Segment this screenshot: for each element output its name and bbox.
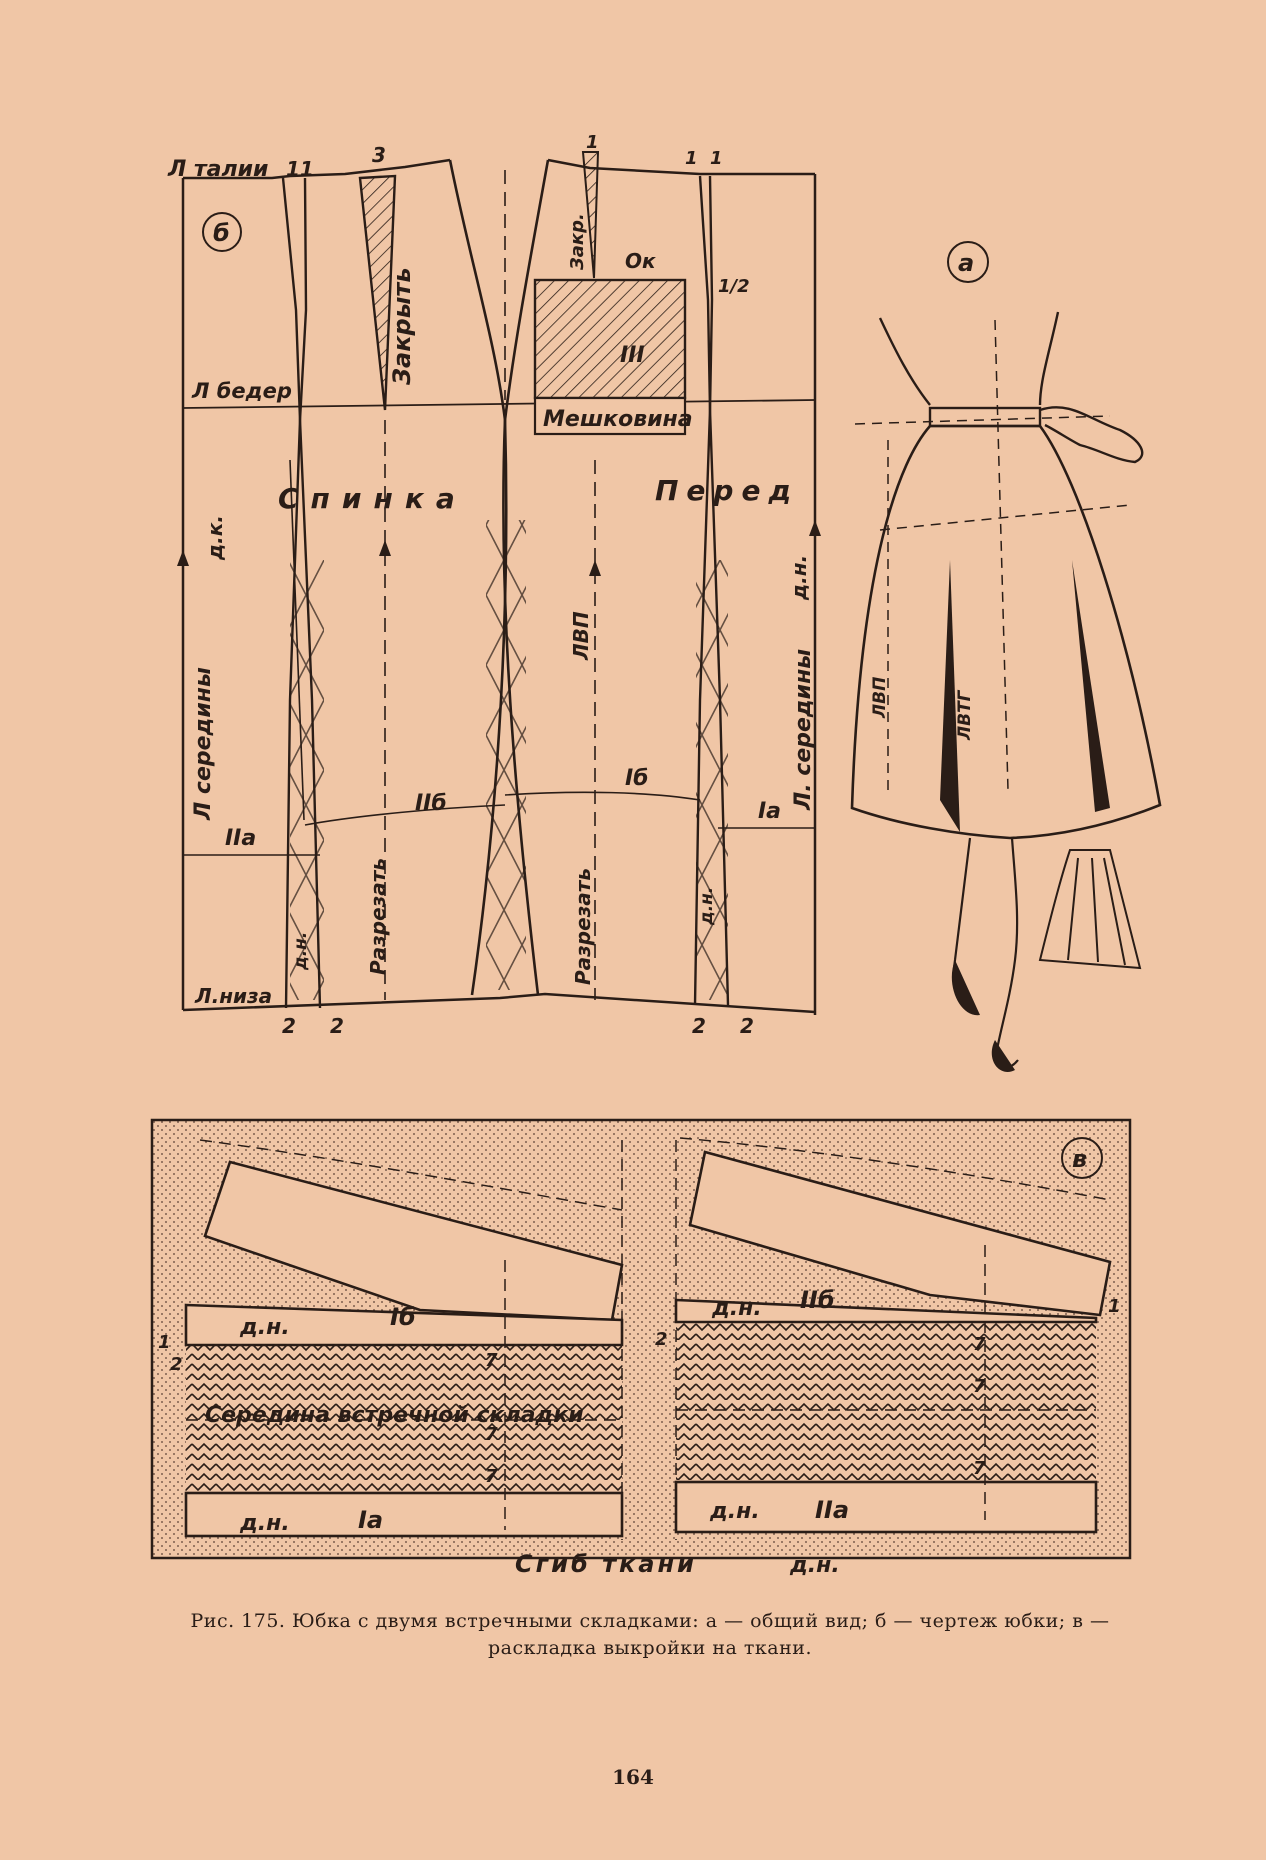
close-short-label: Закр. (567, 213, 588, 271)
burlap-label: Мешковина (543, 407, 693, 432)
num-1-right-label: 1 (685, 148, 698, 169)
waist-line-label: Л талии (167, 157, 268, 182)
front-dart-closed (581, 151, 600, 279)
burlap-strip (533, 396, 687, 436)
layout-num-7-d: 7 (973, 1334, 986, 1355)
part-IIb-label: IIб (415, 791, 447, 816)
layout-share-dir-2: д.н. (711, 1296, 762, 1321)
belt (928, 406, 1042, 428)
share-dir-small-right: д.н. (697, 887, 717, 926)
shoes (951, 960, 1015, 1072)
draft-frame (181, 158, 817, 1015)
layout-num-7-a: 7 (485, 1350, 498, 1371)
part-IIa-label: IIа (225, 826, 256, 851)
share-dir-left: д.к. (203, 515, 227, 561)
hip-line-label: Л бедер (191, 379, 292, 403)
layout-part-Ib: Iб (390, 1303, 416, 1331)
layout-num-2-left: 2 (170, 1354, 183, 1375)
grain-label-a: ЛВП (870, 677, 890, 719)
num-2-b: 2 (330, 1014, 344, 1038)
marker-v-circle (1061, 1137, 1103, 1179)
num-1-top-label: 1 (586, 132, 599, 153)
layout-part-IIb: IIб (800, 1286, 835, 1314)
layout-share-dir-3: д.н. (239, 1511, 290, 1536)
layout-num-1-right: 1 (1108, 1296, 1121, 1317)
num-11-label: 11 (286, 157, 314, 181)
pocket-label: Ок (625, 249, 656, 273)
layout-share-dir-4: д.н. (709, 1499, 760, 1524)
figure-caption: Рис. 175. Юбка с двумя встречными складк… (190, 1610, 1110, 1659)
part-IIa-piece (674, 1480, 1098, 1534)
layout-fabric-fold: Сгиб ткани (515, 1550, 697, 1578)
pleat-band-left-fill (186, 1345, 622, 1493)
layout-num-1-left: 1 (158, 1332, 171, 1353)
half-label: 1/2 (718, 276, 750, 297)
back-waist-dart (358, 174, 397, 411)
pocket-part-label: III (620, 343, 645, 368)
layout-labels: д.н. Iб д.н. IIб Середина встречной скла… (158, 1286, 1121, 1578)
num-2-a: 2 (282, 1014, 296, 1038)
part-Ib-piece (184, 1303, 624, 1347)
part-Ia-label: Iа (758, 799, 781, 824)
layout-num-7-b: 7 (485, 1424, 498, 1445)
draft-labels: Л талии 11 3 1 1 1 Л бедер Закрыть Закр.… (167, 132, 816, 1038)
cut-right-label: Разрезать (571, 868, 595, 985)
layout-num-7-e: 7 (973, 1376, 986, 1397)
layout-num-7-c: 7 (485, 1466, 498, 1487)
skirt-outline (850, 424, 1162, 840)
pocket-piece-III (533, 278, 687, 400)
center-left-label: Л середины (191, 667, 216, 821)
grain-label-b: ЛВП (569, 611, 593, 661)
fabric-layout-figure: в д.н. Iб д.н. IIб Середина встречной ск… (150, 1118, 1132, 1578)
skirt-illustration: а ЛВП ЛВТГ (850, 241, 1162, 1072)
marker-a-circle (947, 241, 989, 283)
layout-part-Ia: Iа (358, 1506, 383, 1534)
page-number: 164 (612, 1765, 654, 1789)
back-side-cross-fill (290, 560, 324, 1000)
cut-left-label: Разрезать (366, 858, 390, 975)
small-skirt-back-view (1038, 849, 1142, 970)
layout-share-dir-1: д.н. (239, 1315, 290, 1340)
layout-share-dir-5: д.н. (789, 1553, 840, 1578)
marker-v-text: в (1072, 1145, 1087, 1173)
scarf (1039, 406, 1144, 464)
part-Ia-piece (184, 1491, 624, 1538)
num-1-right2-label: 1 (710, 148, 723, 169)
share-dir-small-left: д.н. (291, 932, 311, 971)
num-2-c: 2 (692, 1014, 706, 1038)
part-cut-lines (183, 791, 815, 856)
hem-line-label: Л.низа (194, 984, 272, 1008)
grain-lines (384, 170, 596, 1000)
grain-center-label-a: ЛВТГ (955, 689, 975, 741)
layout-num-2-right: 2 (655, 1329, 668, 1350)
side-pleat-shadow (1072, 560, 1110, 812)
back-label: Спинка (278, 482, 467, 515)
skirt-dashed-lines (854, 319, 1131, 791)
marker-a-text: а (958, 249, 974, 277)
layout-num-7-f: 7 (973, 1458, 986, 1479)
layout-dashed-lines (186, 1137, 1111, 1540)
front-side-cross-fill (696, 560, 728, 1000)
centre-cross-fill (486, 520, 526, 990)
torso-outline (878, 311, 1060, 406)
legs (952, 837, 1019, 1069)
close-label: Закрыть (388, 267, 416, 386)
front-label: Перед (655, 474, 799, 507)
front-pleat-shadow (940, 560, 960, 832)
pleat-band-right-fill (676, 1322, 1096, 1482)
marker-b-circle (202, 212, 242, 252)
num-2-d: 2 (740, 1014, 754, 1038)
centre-arrows (177, 520, 821, 576)
layout-part-IIa: IIа (815, 1496, 849, 1524)
part-IIb-waist-piece (688, 1150, 1112, 1317)
marker-b-text: б (213, 219, 230, 247)
num-3-label: 3 (372, 143, 386, 167)
share-dir-right: д.н. (787, 555, 811, 601)
layout-center-fold: Середина встречной складки (205, 1403, 584, 1428)
center-right-label: Л. середины (791, 649, 816, 811)
part-Ib-waist-piece (203, 1160, 624, 1322)
part-Ib-label: Iб (625, 766, 649, 791)
